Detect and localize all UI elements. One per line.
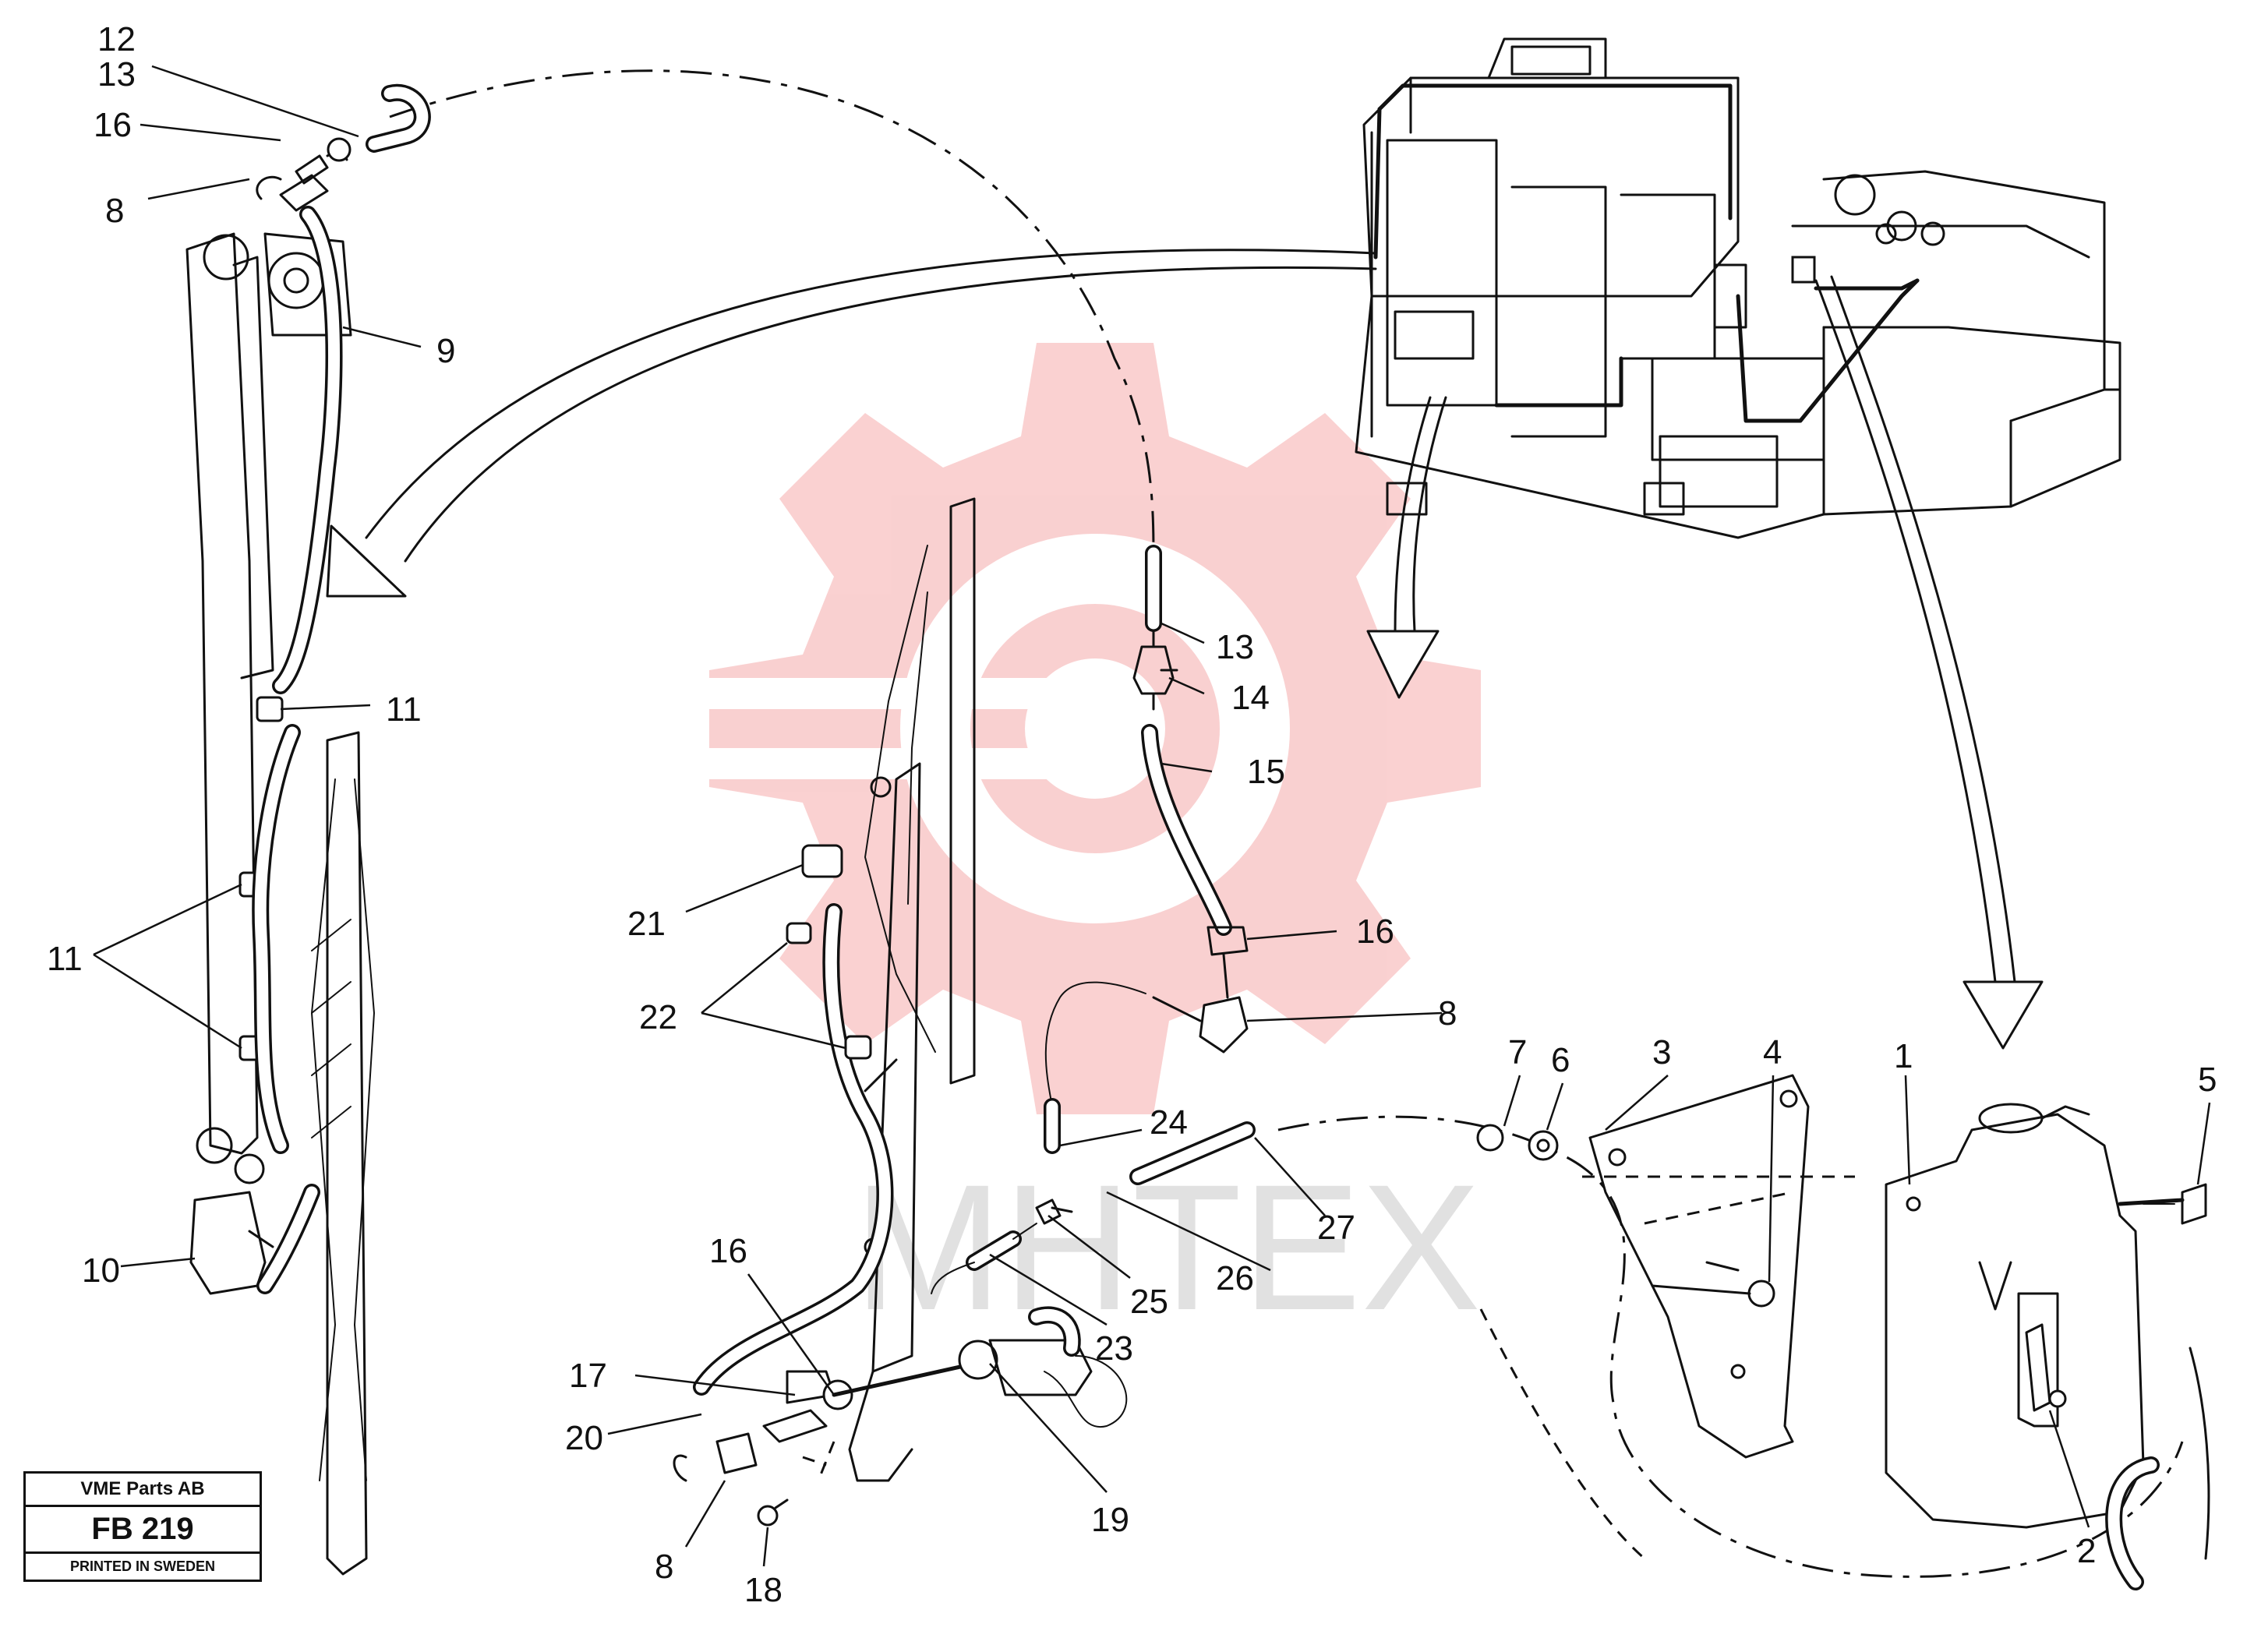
transfer-arrows <box>326 249 2044 1050</box>
callout-16-low: 16 <box>709 1232 747 1270</box>
callout-24: 24 <box>1150 1103 1188 1142</box>
callout-14: 14 <box>1231 679 1270 717</box>
callout-16-top: 16 <box>94 106 132 144</box>
callout-4: 4 <box>1763 1033 1782 1071</box>
callout-6: 6 <box>1551 1041 1570 1079</box>
title-block-printed: PRINTED IN SWEDEN <box>69 1558 215 1574</box>
title-block: VME Parts AB FB 219 PRINTED IN SWEDEN <box>23 1471 262 1582</box>
callout-20: 20 <box>565 1419 603 1457</box>
callout-22: 22 <box>639 998 677 1036</box>
callout-10: 10 <box>82 1251 120 1290</box>
callout-1: 1 <box>1894 1037 1913 1075</box>
callout-3: 3 <box>1652 1033 1671 1071</box>
watermark-text: MHTEX <box>853 1147 1481 1347</box>
callout-9: 9 <box>436 332 455 370</box>
callout-13-top: 13 <box>97 55 136 94</box>
callout-5: 5 <box>2198 1061 2217 1099</box>
leader-lines <box>93 65 2211 1567</box>
callout-8-top: 8 <box>105 192 124 230</box>
left-hoses <box>252 83 431 1294</box>
callout-27: 27 <box>1317 1209 1355 1247</box>
callout-labels: 12 13 16 8 9 11 11 10 13 14 15 16 8 21 2… <box>47 20 2217 1609</box>
callout-15: 15 <box>1247 753 1285 791</box>
callout-17: 17 <box>569 1357 607 1395</box>
callout-21: 21 <box>627 905 666 943</box>
callout-19: 19 <box>1091 1501 1129 1539</box>
centre-wiper-assembly <box>848 497 976 1482</box>
callout-25: 25 <box>1130 1283 1168 1321</box>
watermark-gear-logo <box>670 343 1481 1114</box>
callout-12: 12 <box>97 20 136 58</box>
title-block-code: FB 219 <box>26 1507 260 1554</box>
callout-8-low: 8 <box>655 1548 673 1586</box>
callout-13-mid: 13 <box>1216 628 1254 666</box>
callout-23: 23 <box>1095 1329 1133 1368</box>
reservoir-group <box>1476 1074 2210 1590</box>
callout-26: 26 <box>1216 1259 1254 1297</box>
callout-18: 18 <box>744 1571 783 1609</box>
callout-8-mid: 8 <box>1438 994 1457 1032</box>
callout-11-single: 11 <box>386 690 422 729</box>
callout-11-pair: 11 <box>47 940 83 978</box>
centre-hoses <box>673 545 1256 1527</box>
callout-2: 2 <box>2077 1532 2096 1570</box>
routing-lines <box>389 69 2184 1578</box>
title-block-company: VME Parts AB <box>26 1474 260 1507</box>
callout-7: 7 <box>1508 1033 1527 1071</box>
excavator-illustration <box>1355 37 2121 539</box>
left-wiper-assembly <box>185 232 375 1576</box>
callout-16-mid: 16 <box>1356 912 1394 951</box>
